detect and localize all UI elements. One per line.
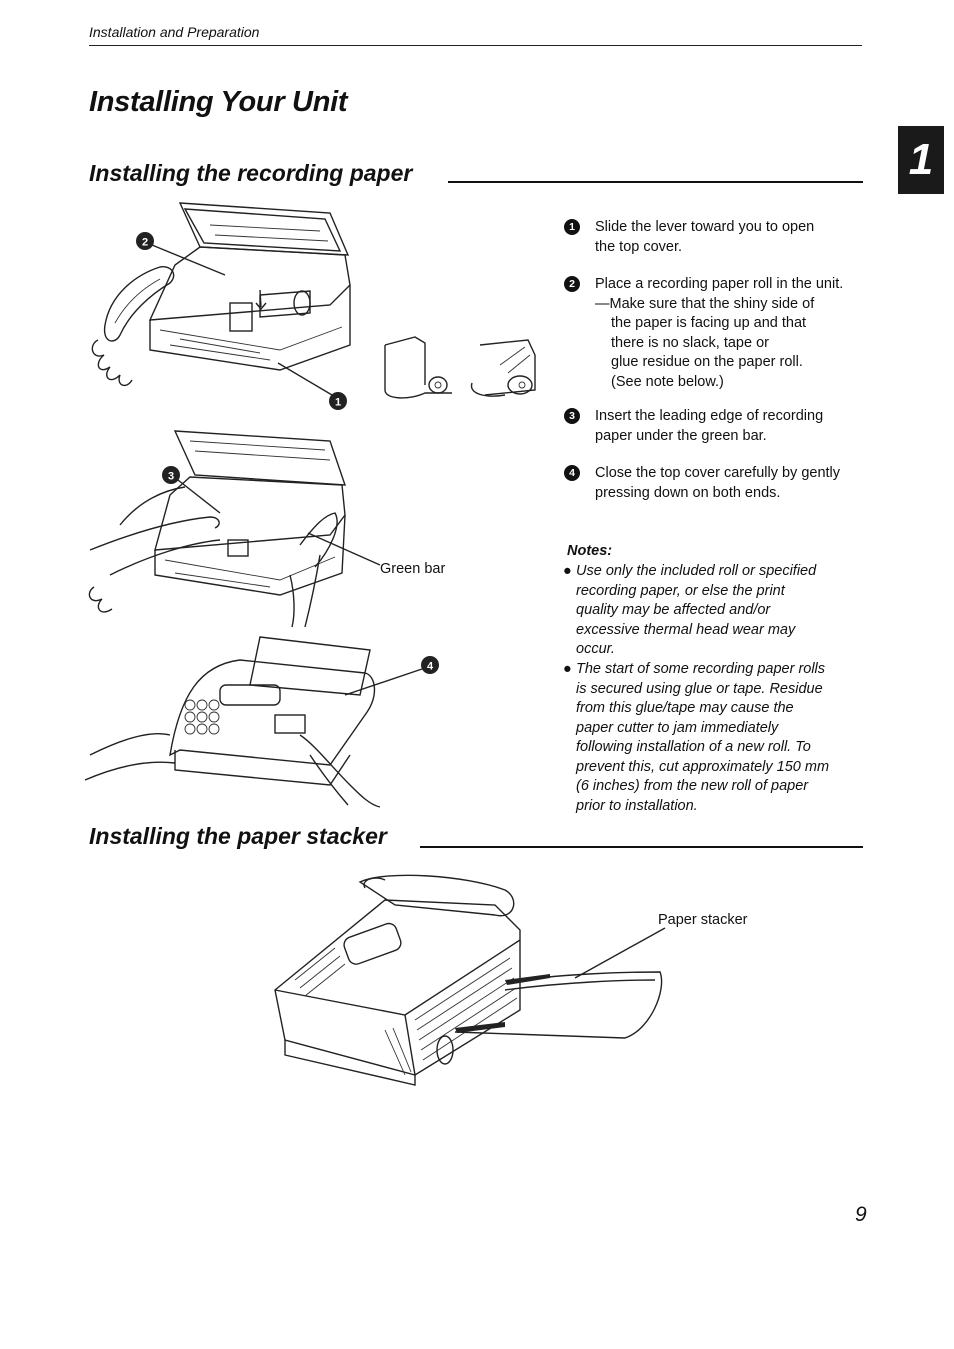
label-paper-stacker: Paper stacker	[658, 912, 748, 928]
step-number: 1	[564, 219, 580, 235]
step-4: 4 Close the top cover carefully by gentl…	[564, 464, 874, 503]
callout-4: 4	[427, 661, 434, 673]
callout-2: 2	[142, 237, 148, 249]
recording-paper-illustrations: 2 1 3	[84, 202, 536, 808]
fax-open-cover-illustration	[91, 202, 351, 410]
step-2: 2 Place a recording paper roll in the un…	[564, 275, 874, 392]
section-heading-recording-paper: Installing the recording paper	[89, 160, 413, 186]
notes-heading: Notes:	[567, 543, 613, 559]
note-2: ● The start of some recording paper roll…	[563, 661, 830, 814]
step-number: 3	[564, 408, 580, 424]
chapter-tab: 1	[898, 126, 944, 194]
note-1: ● Use only the included roll or specifie…	[563, 563, 817, 657]
callout-3: 3	[168, 471, 174, 483]
paper-stacker-tray-illustration	[454, 971, 663, 1039]
bullet-icon: ●	[563, 563, 572, 579]
step-1: 1 Slide the lever toward you to open the…	[564, 218, 874, 257]
paper-stacker-illustration	[274, 874, 666, 1086]
header-rule	[89, 45, 862, 46]
running-header: Installation and Preparation	[89, 24, 260, 40]
callout-1: 1	[335, 397, 341, 409]
fax-closing-cover-illustration	[84, 636, 439, 808]
fax-rear-view-illustration	[274, 874, 521, 1086]
section-rule	[448, 181, 863, 183]
label-green-bar: Green bar	[380, 561, 446, 577]
paper-roll-correct-illustration	[384, 336, 452, 399]
fax-inserting-paper-illustration	[88, 430, 381, 628]
step-3: 3 Insert the leading edge of recording p…	[564, 407, 874, 446]
step-number: 4	[564, 465, 580, 481]
section-heading-paper-stacker: Installing the paper stacker	[89, 823, 387, 849]
page-number: 9	[855, 1203, 867, 1226]
step-number: 2	[564, 276, 580, 292]
page-title: Installing Your Unit	[89, 86, 348, 118]
paper-roll-incorrect-illustration	[470, 339, 536, 397]
bullet-icon: ●	[563, 661, 572, 677]
section-rule	[420, 846, 863, 848]
